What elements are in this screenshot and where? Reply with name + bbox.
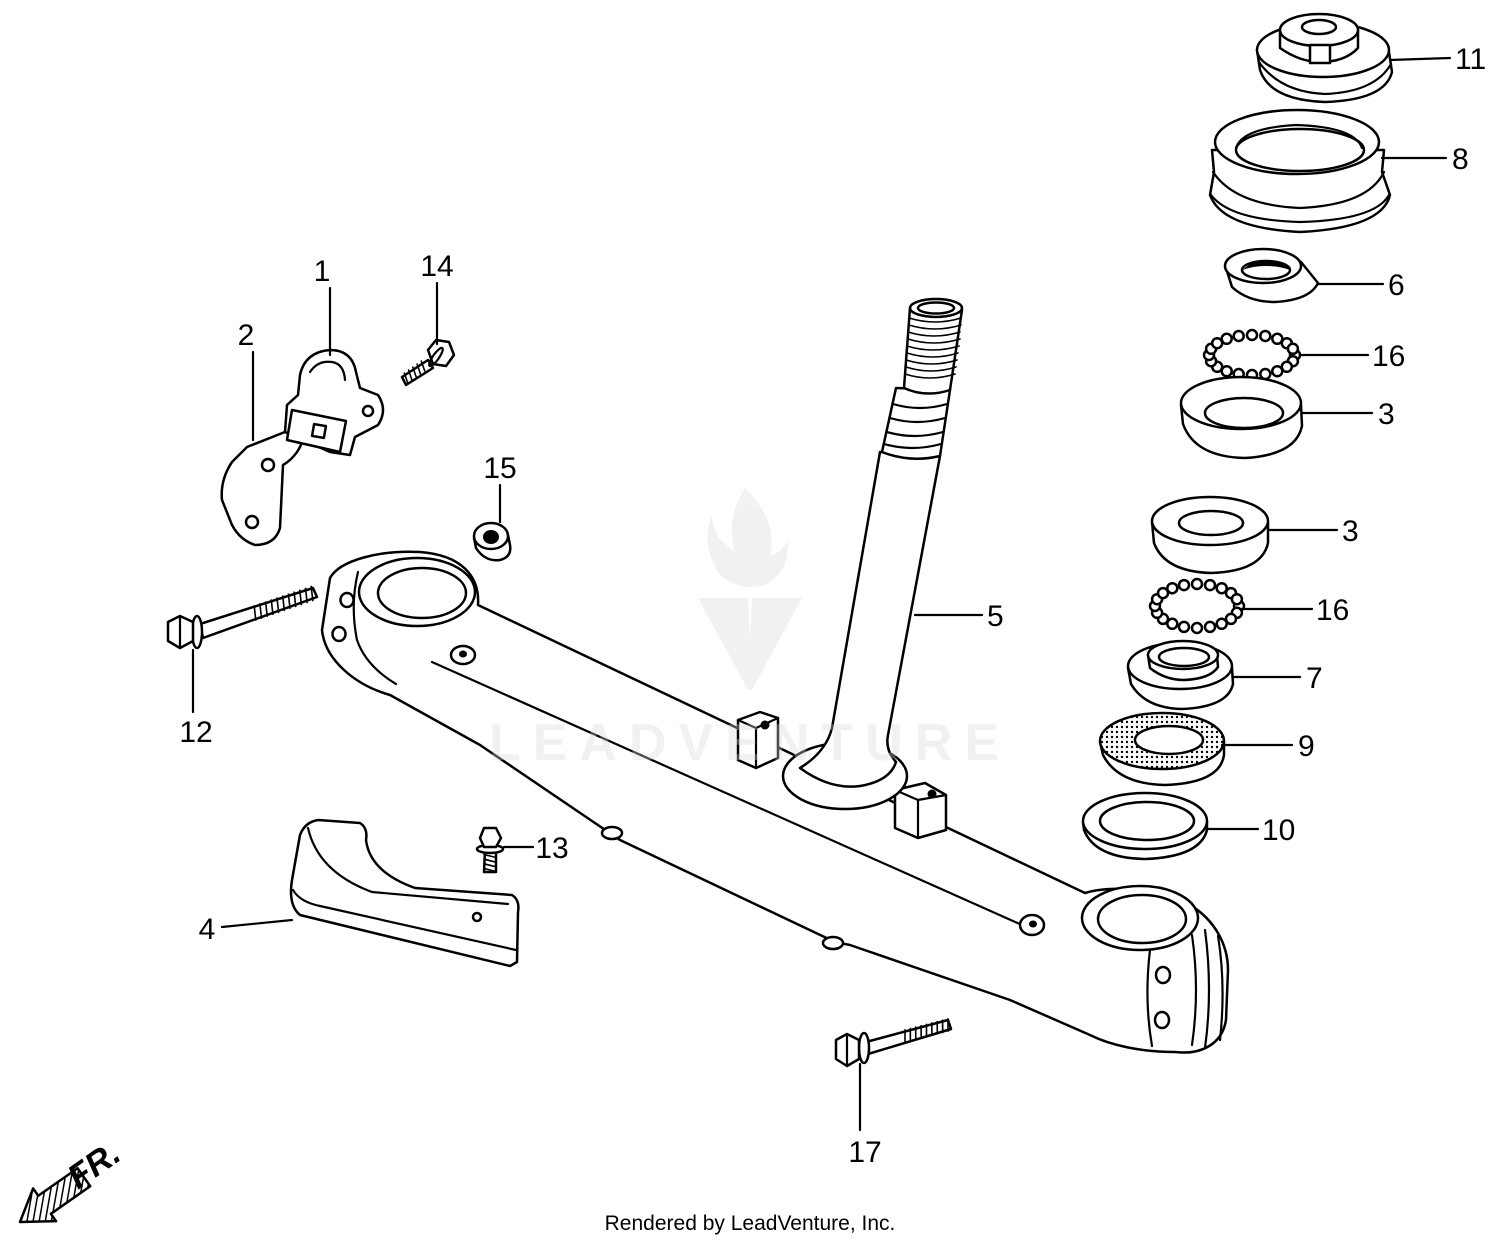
upper-outer-race-drawing [1179,375,1304,460]
bearing-ball [1215,581,1228,595]
stem-nut-drawing [1255,12,1394,104]
callout-8: 8 [1452,143,1469,176]
thread-line [264,601,269,618]
bearing-ball [1166,581,1179,595]
thread-line [293,591,297,608]
bearing-ball [1215,617,1228,631]
bearing-ball [1232,329,1245,343]
bearing-ball [1280,360,1294,374]
bearing-ball [1166,617,1179,631]
callout-5: 5 [987,600,1004,633]
thread-line [287,593,291,610]
dust-seal-drawing [1208,108,1392,234]
thread-line [416,363,422,375]
thread-line [483,858,497,864]
callout-16-upper: 16 [1372,340,1405,373]
callout-14: 14 [420,250,453,283]
thread-line [270,599,274,616]
nut-15-drawing [472,521,512,562]
bolt-14-drawing [400,338,456,387]
upper-inner-race-drawing [1223,247,1320,304]
callout-15: 15 [483,452,516,485]
steering-stem-drawing [781,297,964,811]
bearing-ball [1245,328,1259,342]
bearing-ball [1259,329,1272,343]
upper-ball-ring [1202,328,1302,382]
bearing-ball [1230,592,1244,606]
bearing-ball [1203,578,1217,592]
thread-line [304,587,308,604]
leader-lines [191,56,1452,1132]
bottom-bridge-drawing [320,550,1230,1054]
thread-line [253,605,257,621]
bolt-13-drawing [475,826,505,874]
callout-13: 13 [535,832,568,865]
callout-10: 10 [1262,814,1295,847]
leader-line [1388,56,1452,62]
thread-line [483,867,497,873]
thread-line [281,595,286,612]
lower-outer-race-drawing [1150,495,1270,575]
front-arrow-icon [18,1167,92,1224]
callout-6: 6 [1388,269,1405,302]
thread-line [411,366,418,378]
leader-line [220,918,294,929]
bearing-ball [1156,586,1170,600]
bearing-ball [1190,621,1204,635]
callout-3-upper: 3 [1378,398,1395,431]
thread-line [420,360,426,372]
callouts: 1 2 14 15 12 4 13 17 11 8 6 16 3 3 16 5 … [179,43,1486,1169]
thread-line [298,589,303,606]
callout-16-lower: 16 [1316,594,1349,627]
bearing-ball [1271,364,1284,378]
washer-drawing [1081,791,1209,861]
callout-4: 4 [199,913,216,946]
bearing-ball [1177,620,1191,634]
bearing-ball [1190,577,1204,591]
callout-12: 12 [179,716,212,749]
bearing-ball [1271,332,1284,346]
render-credit: Rendered by LeadVenture, Inc. [605,1212,896,1235]
bearing-ball [1220,332,1233,346]
callout-11: 11 [1455,43,1486,76]
callout-1: 1 [314,255,331,288]
front-direction-indicator: FR. [18,1134,127,1224]
thread-line [483,853,497,859]
watermark-text: LEADVENTURE [489,714,1011,772]
thread-line [407,369,413,381]
thread-line [310,585,314,602]
callout-2: 2 [238,319,255,352]
dust-seal-lower-drawing [1098,711,1226,787]
callout-17: 17 [848,1136,881,1169]
bearing-ball [1177,578,1191,592]
lower-inner-race-drawing [1126,639,1235,711]
stem-thread [904,317,962,379]
bearing-ball [1286,342,1300,356]
callout-9: 9 [1298,730,1315,763]
bearing-ball [1210,336,1224,350]
callout-3-lower: 3 [1342,515,1359,548]
callout-7: 7 [1306,662,1323,695]
thread-line [403,372,409,384]
watermark-logo [698,488,802,690]
bearing-ball [1203,620,1217,634]
bolt-17-drawing [834,1017,953,1068]
bracket-clip-drawing [283,348,385,457]
cover-4-drawing [289,818,520,968]
thread-line [483,862,497,868]
thread-line [259,603,263,620]
lower-ball-ring [1148,577,1246,635]
thread-line [276,597,280,614]
bolt-12-drawing [166,585,319,650]
watermark: LEADVENTURE [489,488,1011,772]
bearing-ball [1220,364,1233,378]
bearing-ball [1224,612,1238,626]
